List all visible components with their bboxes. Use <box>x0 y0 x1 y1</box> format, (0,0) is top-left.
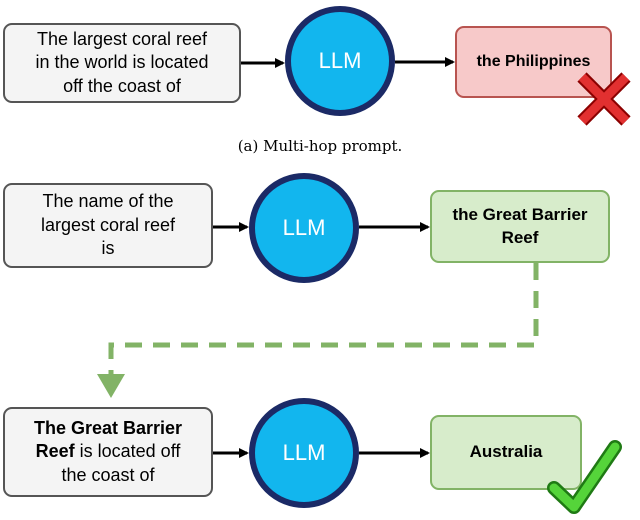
prompt-entity: Reef <box>35 441 75 462</box>
prompt-line: The largest coral reef <box>36 28 208 49</box>
prompt-box-multihop: The largest coral reef in the world is l… <box>3 23 241 103</box>
prompt-entity: The Great Barrier <box>33 417 183 438</box>
prompt-line: Reef is located off <box>34 440 182 463</box>
dashed-arrow-head <box>97 374 125 398</box>
prompt-line: the coast of <box>61 464 155 485</box>
prompt-line: off the coast of <box>63 75 181 96</box>
llm-label: LLM <box>282 215 326 240</box>
llm-node-3: LLM <box>249 398 359 508</box>
output-label: Australia <box>469 442 543 462</box>
llm-label: LLM <box>318 48 362 73</box>
red-x-icon <box>577 72 631 126</box>
prompt-line: is <box>101 238 115 259</box>
dashed-feedback-arrow <box>108 263 539 378</box>
green-check-icon <box>547 440 622 514</box>
prompt-box-hop2: The Great Barrier Reef is located off th… <box>3 407 213 497</box>
output-line: the Great Barrier <box>452 205 588 225</box>
prompt-line: largest coral reef <box>40 214 176 235</box>
output-box-hop1: the Great Barrier Reef <box>430 190 610 263</box>
output-line: Reef <box>501 227 539 247</box>
caption-a: (a) Multi-hop prompt. <box>237 137 403 155</box>
output-box-correct: Australia <box>430 415 582 490</box>
llm-label: LLM <box>282 440 326 465</box>
prompt-line: The name of the <box>42 191 174 212</box>
prompt-box-hop1: The name of the largest coral reef is <box>3 183 213 268</box>
llm-node-1: LLM <box>285 6 395 116</box>
prompt-text: is located off <box>74 441 181 462</box>
prompt-line: in the world is located <box>35 52 209 73</box>
output-label: the Philippines <box>476 52 591 70</box>
llm-node-2: LLM <box>249 173 359 283</box>
